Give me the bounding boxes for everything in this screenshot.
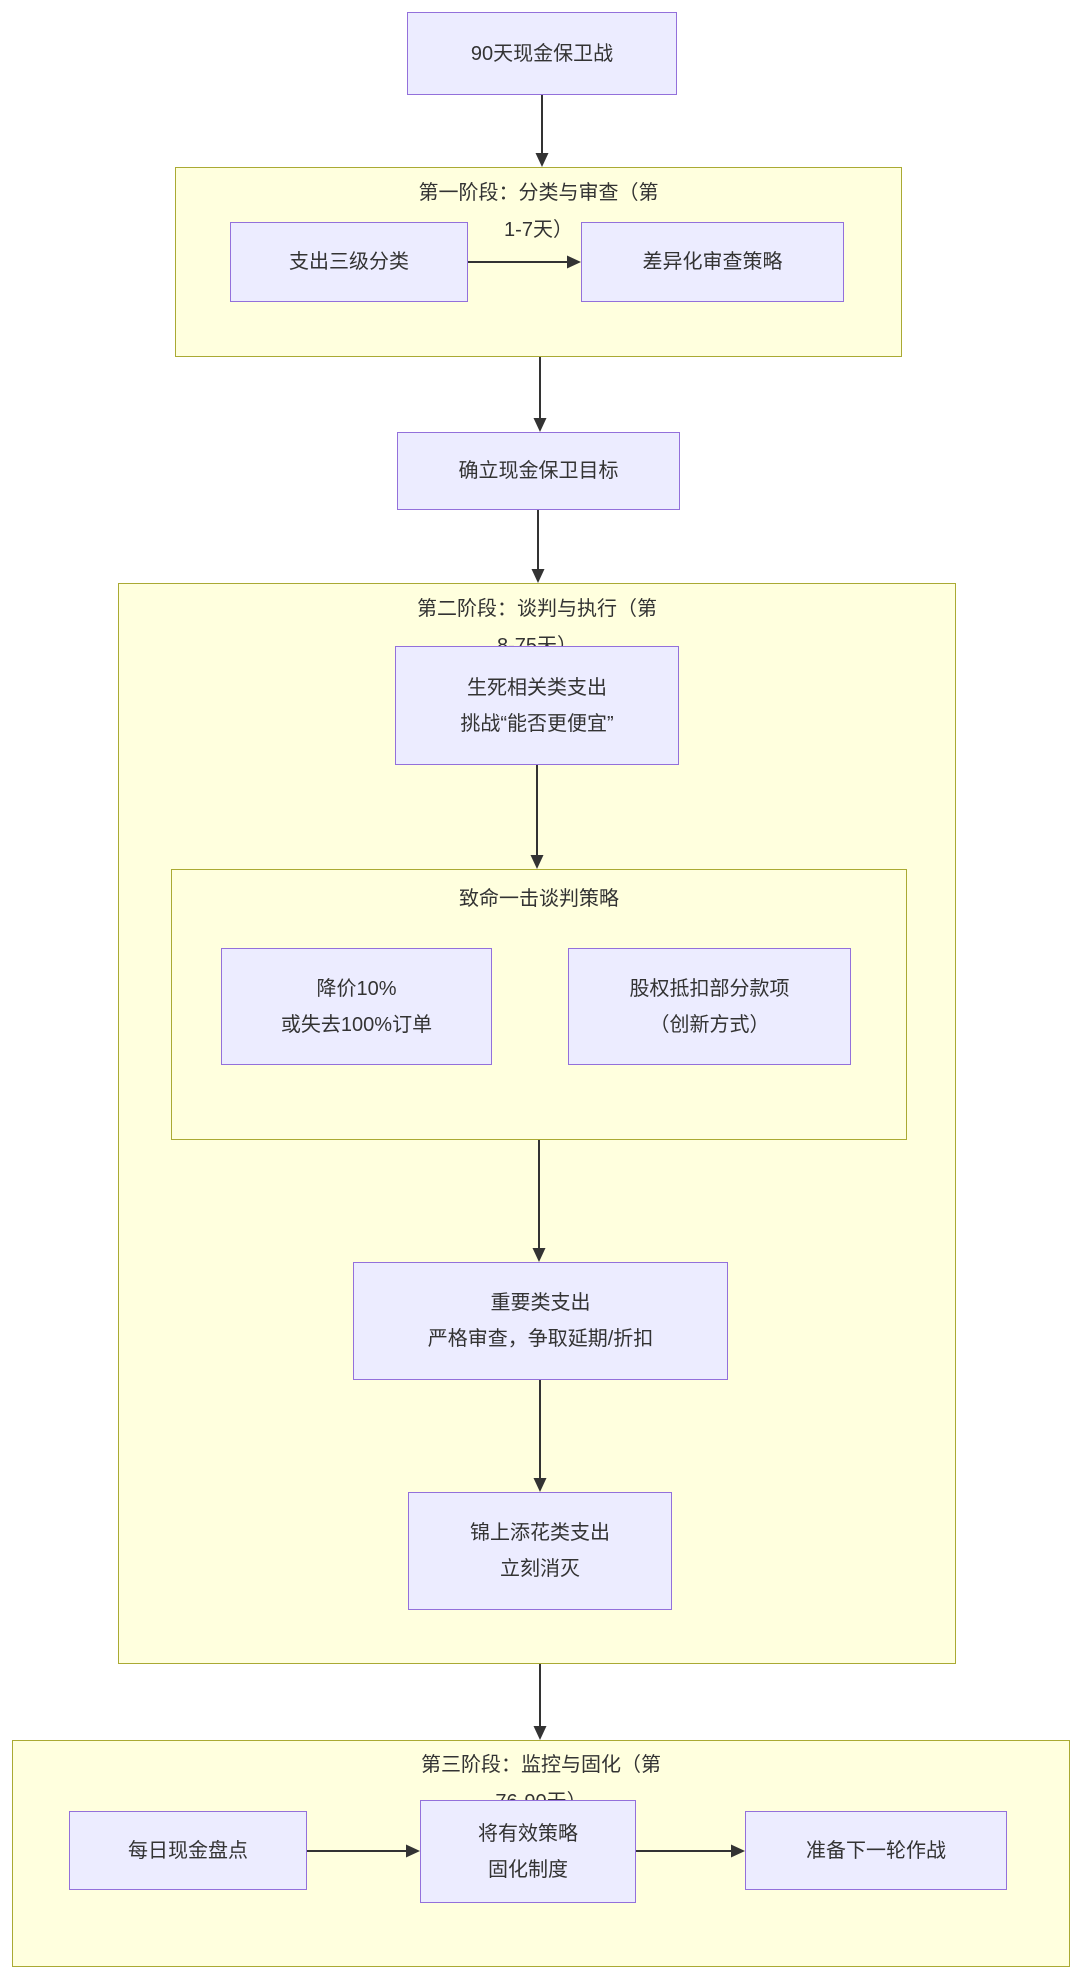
edge-phase2-phase3 xyxy=(533,1664,547,1740)
container-strategy-title: 致命一击谈判策略 xyxy=(459,888,619,910)
node-nice-to-have-line2: 立刻消灭 xyxy=(500,1558,580,1580)
edge-strategy-important xyxy=(532,1140,546,1262)
node-discount-line1: 降价10% xyxy=(316,977,397,1000)
container-phase1-title-line1: 第一阶段：分类与审查（第 xyxy=(418,182,659,204)
node-discount: 降价10% 或失去100%订单 xyxy=(221,948,492,1065)
node-solidify-line2: 固化制度 xyxy=(488,1858,568,1881)
node-critical-line1: 生死相关类支出 xyxy=(467,676,607,699)
node-goal-label: 确立现金保卫目标 xyxy=(458,460,619,482)
node-review-label: 差异化审查策略 xyxy=(642,251,783,273)
node-goal: 确立现金保卫目标 xyxy=(397,432,680,510)
edge-classify-review xyxy=(468,255,581,269)
container-phase3-title-line1: 第三阶段：监控与固化（第 xyxy=(421,1754,661,1776)
node-daily-check: 每日现金盘点 xyxy=(69,1811,307,1890)
node-equity-line1: 股权抵扣部分款项 xyxy=(629,977,790,1000)
node-solidify: 将有效策略 固化制度 xyxy=(420,1800,636,1903)
node-equity: 股权抵扣部分款项 （创新方式） xyxy=(568,948,851,1065)
node-solidify-line1: 将有效策略 xyxy=(478,1822,578,1845)
node-critical: 生死相关类支出 挑战“能否更便宜” xyxy=(395,646,679,765)
node-classify-label: 支出三级分类 xyxy=(289,251,409,273)
node-discount-line2: 或失去100%订单 xyxy=(280,1013,433,1036)
node-next-round-label: 准备下一轮作战 xyxy=(806,1839,946,1862)
node-daily-check-label: 每日现金盘点 xyxy=(128,1839,248,1862)
edge-goal-phase2 xyxy=(531,510,545,583)
edge-solidify-next xyxy=(636,1844,745,1858)
node-equity-line2: （创新方式） xyxy=(649,1013,770,1036)
node-next-round: 准备下一轮作战 xyxy=(745,1811,1007,1890)
node-important: 重要类支出 严格审查，争取延期/折扣 xyxy=(353,1262,728,1380)
node-nice-to-have: 锦上添花类支出 立刻消灭 xyxy=(408,1492,672,1610)
node-review: 差异化审查策略 xyxy=(581,222,844,302)
edge-daily-solidify xyxy=(307,1844,420,1858)
node-classify: 支出三级分类 xyxy=(230,222,468,302)
edge-root-phase1 xyxy=(535,95,549,167)
container-phase1-title-line2: 1-7天） xyxy=(504,219,573,241)
node-nice-to-have-line1: 锦上添花类支出 xyxy=(470,1522,610,1544)
edge-critical-strategy xyxy=(530,765,544,869)
node-critical-line2: 挑战“能否更便宜” xyxy=(460,712,614,735)
node-important-line2: 严格审查，争取延期/折扣 xyxy=(427,1328,654,1350)
container-phase2-title-line1: 第二阶段：谈判与执行（第 xyxy=(417,598,657,620)
node-root: 90天现金保卫战 xyxy=(407,12,677,95)
node-root-label: 90天现金保卫战 xyxy=(470,42,614,65)
edge-important-nice xyxy=(533,1380,547,1492)
edge-phase1-goal xyxy=(533,357,547,432)
node-important-line1: 重要类支出 xyxy=(490,1292,591,1314)
